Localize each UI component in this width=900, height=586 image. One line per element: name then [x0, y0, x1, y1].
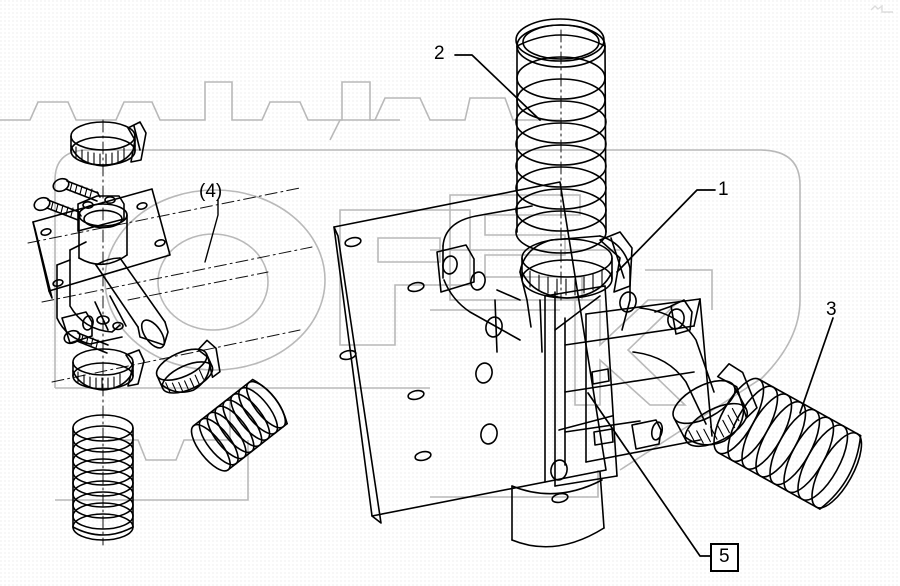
- elbow-housing-left: [56, 195, 169, 349]
- hose-clamp-lower-right: [155, 339, 221, 394]
- watermark-plate-outline: [54, 149, 801, 471]
- leader-1: [616, 189, 716, 273]
- centerline-plate-diag-1: [27, 187, 301, 244]
- callout-label-4: (4): [199, 181, 223, 202]
- watermark-letter-o: [104, 189, 326, 371]
- bellows-hose-diagonal: [190, 378, 288, 472]
- hose-clamp-upper-left: [70, 121, 147, 167]
- watermark-line-g: [645, 269, 713, 310]
- bellows-hose-top: [515, 18, 607, 254]
- callout-label-3: 3: [826, 299, 837, 320]
- mounting-plate-main: [333, 181, 607, 524]
- leader-5: [587, 392, 713, 557]
- hex-bolt-c: [63, 329, 109, 354]
- watermark-letter-p-bowl: [377, 237, 441, 263]
- artwork-layer: [27, 18, 863, 557]
- leader-lines: [204, 54, 834, 557]
- centerlines: [27, 29, 562, 546]
- hose-clamp-lower-left: [72, 348, 145, 391]
- centerline-sub-ref: [127, 271, 269, 301]
- leader-4: [204, 199, 219, 263]
- callout-label-5-boxed: 5: [710, 543, 739, 572]
- centerline-plate-diag-3: [51, 329, 301, 383]
- leader-2: [454, 54, 541, 121]
- watermark-gear-outline: [0, 81, 400, 121]
- leader-3: [799, 317, 834, 414]
- hose-clamp-top: [521, 231, 633, 299]
- hex-bolt-b: [33, 196, 82, 221]
- watermark-layer: [0, 81, 801, 501]
- watermark-letter-o-inner: [157, 233, 269, 331]
- corner-artifact-icon: [870, 4, 893, 13]
- main-housing-body: [436, 205, 715, 548]
- bellows-hose-right: [713, 377, 863, 510]
- bellows-hose-vertical: [72, 414, 134, 541]
- watermark-letter-p: [339, 209, 471, 346]
- mounting-plate-left: [32, 188, 171, 299]
- callout-label-1: 1: [718, 179, 729, 200]
- watermark-line-f: [55, 440, 249, 501]
- watermark-gear-outline-2: [329, 97, 560, 141]
- callout-label-2: 2: [434, 43, 445, 64]
- centerline-plate-diag-2: [41, 246, 313, 303]
